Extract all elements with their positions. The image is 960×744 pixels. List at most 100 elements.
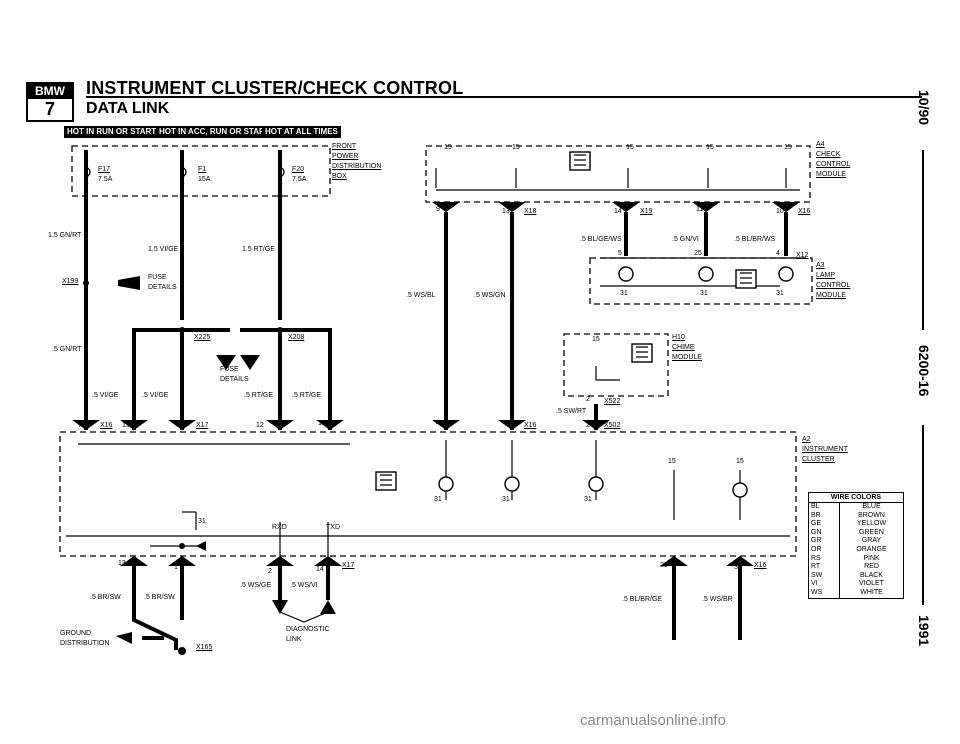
title-rule — [86, 96, 922, 98]
cluster-label-1: A2 — [802, 436, 811, 443]
pin-label: 7 — [78, 422, 82, 429]
pin-label: 2 — [586, 422, 590, 429]
wire-color-name: RED — [864, 563, 879, 571]
pin-label: 3 — [734, 564, 738, 571]
connector-x16-a: X16 — [100, 422, 113, 429]
wire-label-5: .5 VI/GE — [92, 392, 119, 399]
page-title: INSTRUMENT CLUSTER/CHECK CONTROL — [86, 78, 464, 98]
ground-distribution-2: DISTRIBUTION — [60, 640, 110, 647]
wire-label-11: .5 BL/GE/WS — [580, 236, 622, 243]
connector-x208: X208 — [288, 334, 305, 341]
diagnostic-link-1: DIAGNOSTIC — [286, 626, 330, 633]
wire-label-15: .5 BR/SW — [90, 594, 121, 601]
fuse-f20-rating: 7.5A — [292, 176, 307, 183]
pin-label: 31 — [434, 496, 442, 503]
fuse-details-1a: FUSE — [148, 274, 167, 281]
lamp-control-label-1: A3 — [816, 262, 825, 269]
fuse-f20-id: F20 — [292, 166, 305, 173]
logo-section-number: 7 — [44, 99, 55, 119]
ground-distribution-1: GROUND — [60, 630, 92, 637]
pin-label: 31 — [198, 518, 206, 525]
wire-label-1: .5 GN/RT — [52, 346, 82, 353]
wire-label-16: .5 BR/SW — [144, 594, 175, 601]
connector-x225: X225 — [194, 334, 211, 341]
pin-label: 2 — [268, 568, 272, 575]
wire-vi-ge-branch — [132, 328, 230, 430]
side-year: 1991 — [916, 615, 932, 647]
wire-label-6: .5 VI/GE — [142, 392, 169, 399]
pin-label: 15 — [668, 458, 676, 465]
connector-x12: X12 — [796, 252, 809, 259]
pin-label: 4 — [436, 420, 440, 427]
fuse-details-2a: FUSE — [220, 366, 239, 373]
wire-label-14: .5 SW/RT — [556, 408, 587, 415]
chime-label-2: CHIME — [672, 344, 695, 351]
connector-x17-a: X17 — [196, 422, 209, 429]
page-subtitle: DATA LINK — [86, 100, 170, 117]
pin-label: 31 — [584, 496, 592, 503]
bmw-logo: BMW 7 — [26, 82, 74, 122]
fuse-f17-rating: 7.5A — [98, 176, 113, 183]
pin-label: 2 — [586, 396, 590, 403]
wire-rt-ge-branch — [240, 328, 332, 430]
pin-label: 15 — [444, 144, 452, 151]
connector-x16-d: X16 — [754, 562, 767, 569]
wire-color-name: BROWN — [858, 511, 885, 519]
wire-color-name: GREEN — [859, 528, 884, 536]
wire-colors-title: WIRE COLORS — [809, 493, 903, 503]
side-rule-1 — [922, 150, 924, 330]
wire-label-4: 1.5 RT/GE — [242, 246, 275, 253]
lamp-control-label-4: MODULE — [816, 292, 846, 299]
wire-label-8: .5 RT/GE — [292, 392, 322, 399]
cluster-label-3: CLUSTER — [802, 456, 835, 463]
wire-color-code: GR — [809, 537, 840, 546]
pin-label: 12 — [256, 422, 264, 429]
wire-color-name: BLACK — [860, 571, 883, 579]
fuse-f1-id: F1 — [198, 166, 207, 173]
side-page-number: 6200-16 — [916, 345, 932, 397]
wire-color-code: OR — [809, 545, 840, 555]
pin-label: 15 — [736, 458, 744, 465]
wire-color-row: GN GREEN — [809, 528, 903, 538]
pin-label: 15 — [122, 422, 130, 429]
wire-color-code: GN — [809, 528, 840, 538]
connector-x17-b: X17 — [342, 562, 355, 569]
footer-watermark: carmanualsonline.info — [580, 712, 726, 729]
wire-color-code: WS — [809, 588, 840, 598]
check-control-label-4: MODULE — [816, 171, 846, 178]
wire-label-19: .5 BL/BR/GE — [622, 596, 663, 603]
lamp-control-label-3: CONTROL — [816, 282, 851, 289]
cluster-label-2: INSTRUMENT — [802, 446, 848, 453]
chime-outline — [563, 333, 669, 397]
side-rule-2 — [922, 425, 924, 605]
fuse-details-1b: DETAILS — [148, 284, 177, 291]
connector-x522: X522 — [604, 398, 621, 405]
wire-label-7: .5 RT/GE — [244, 392, 274, 399]
connector-x502: X502 — [604, 422, 621, 429]
wire-color-code: VI — [809, 580, 840, 589]
wire-color-name: GRAY — [861, 537, 882, 545]
check-control-label-3: CONTROL — [816, 161, 851, 168]
instrument-cluster-outline — [59, 431, 797, 557]
pin-label: 14 — [316, 566, 324, 573]
wire-color-code: SW — [809, 571, 840, 581]
wire-color-name: BLUE — [862, 503, 881, 510]
wire-label-12: .5 GN/VI — [672, 236, 699, 243]
pin-label: 31 — [776, 290, 784, 297]
pin-label: 23 — [660, 562, 668, 569]
fuse-box-name-4: BOX — [332, 173, 347, 180]
connector-x19: X19 — [640, 208, 653, 215]
wire-label-2: 1.5 GN/RT — [48, 232, 82, 239]
pin-label: 11 — [696, 206, 704, 213]
pin-label-rxd: RXD — [272, 524, 287, 531]
wire-label-20: .5 WS/BR — [702, 596, 733, 603]
pin-label: 15 — [592, 336, 600, 343]
fuse-details-2b: DETAILS — [220, 376, 249, 383]
